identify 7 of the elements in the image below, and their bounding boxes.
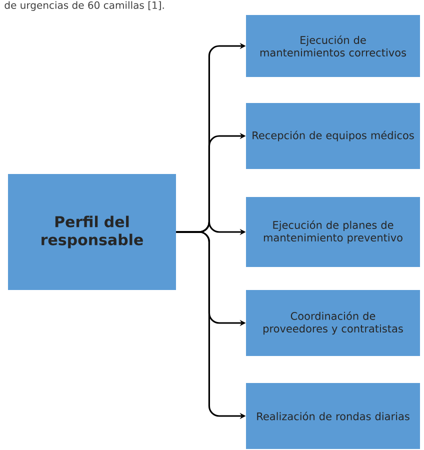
task-box: Realización de rondas diarias: [246, 383, 420, 449]
profile-box: Perfil del responsable: [8, 174, 176, 290]
task-box: Coordinación de proveedores y contratistas: [246, 290, 420, 356]
task-box: Ejecución de planes de mantenimiento preventivo: [246, 197, 420, 267]
caption-text: de urgencias de 60 camillas [1].: [4, 1, 164, 11]
task-box: Ejecución de mantenimientos correctivos: [246, 15, 420, 77]
task-box: Recepción de equipos médicos: [246, 103, 420, 169]
